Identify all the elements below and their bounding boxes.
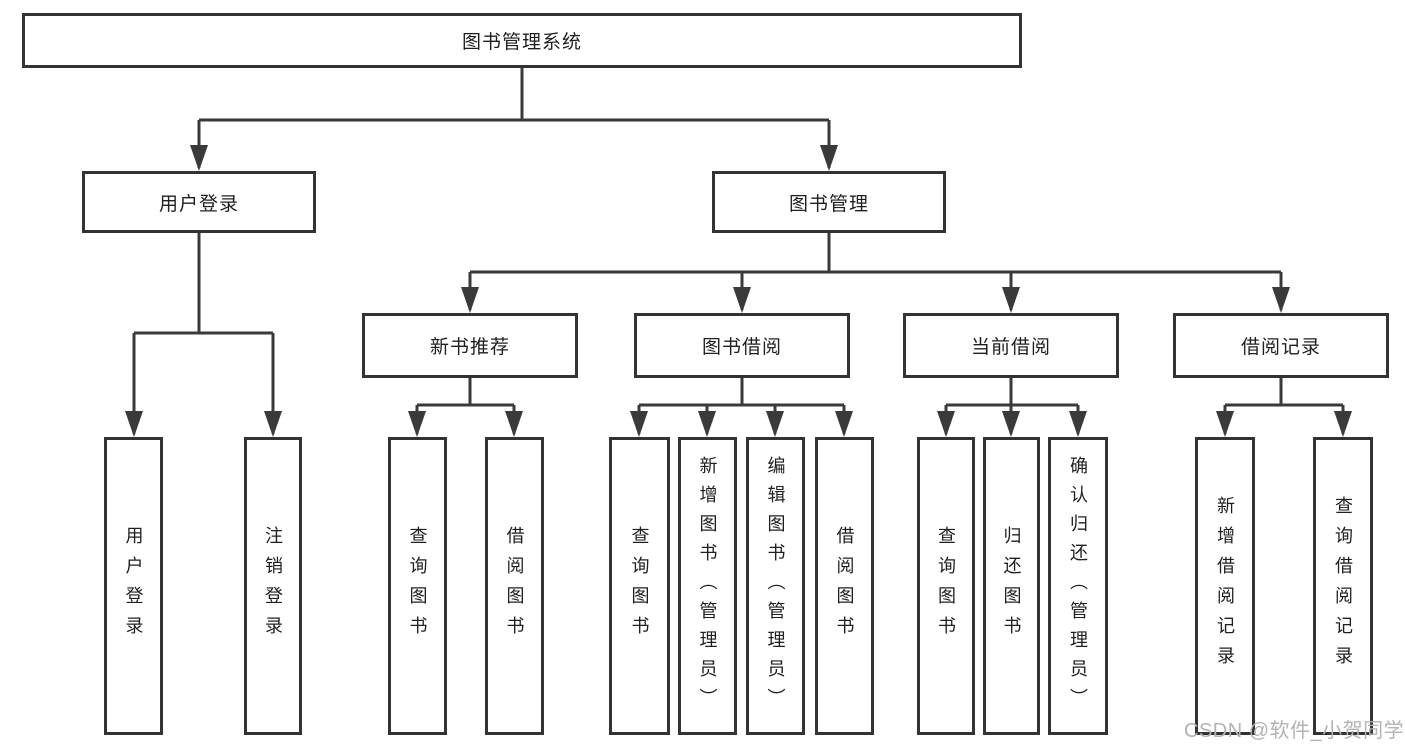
node-current-borrow: 当前借阅 bbox=[903, 313, 1119, 378]
leaf-logout: 注销登录 bbox=[244, 437, 302, 735]
leaf-borrow-query-books-label: 查询图书 bbox=[629, 526, 650, 646]
leaf-borrow-books-label: 借阅图书 bbox=[834, 526, 855, 646]
leaf-current-query-books: 查询图书 bbox=[917, 437, 975, 735]
leaf-recommend-query-books: 查询图书 bbox=[388, 437, 447, 735]
node-user-login-label: 用户登录 bbox=[158, 193, 239, 215]
leaf-recommend-query-books-label: 查询图书 bbox=[407, 526, 428, 646]
leaf-recommend-borrow-books-label: 借阅图书 bbox=[504, 526, 525, 646]
arrowhead-icons bbox=[125, 145, 1352, 437]
csdn-watermark: CSDN @软件_小贺同学 bbox=[1184, 720, 1405, 742]
node-borrow-records: 借阅记录 bbox=[1173, 313, 1389, 378]
node-book-management-label: 图书管理 bbox=[788, 193, 869, 215]
leaf-return-books: 归还图书 bbox=[983, 437, 1040, 735]
leaf-recommend-borrow-books: 借阅图书 bbox=[485, 437, 544, 735]
leaf-confirm-return-admin: 确认归还（管理员） bbox=[1048, 437, 1108, 735]
node-book-borrow: 图书借阅 bbox=[634, 313, 850, 378]
node-borrow-records-label: 借阅记录 bbox=[1240, 337, 1321, 358]
leaf-borrow-books: 借阅图书 bbox=[815, 437, 874, 735]
node-root-system: 图书管理系统 bbox=[22, 13, 1022, 68]
node-book-borrow-label: 图书借阅 bbox=[701, 337, 782, 358]
leaf-edit-books-admin-label: 编辑图书（管理员） bbox=[765, 455, 786, 717]
leaf-add-books-admin: 新增图书（管理员） bbox=[678, 437, 737, 735]
leaf-edit-books-admin: 编辑图书（管理员） bbox=[746, 437, 805, 735]
leaf-add-borrow-record-label: 新增借阅记录 bbox=[1215, 496, 1235, 676]
leaf-add-books-admin-label: 新增图书（管理员） bbox=[697, 455, 718, 717]
leaf-user-login: 用户登录 bbox=[104, 437, 163, 735]
leaf-logout-label: 注销登录 bbox=[263, 526, 283, 646]
node-new-book-recommend: 新书推荐 bbox=[362, 313, 578, 378]
node-current-borrow-label: 当前借阅 bbox=[970, 337, 1051, 358]
leaf-query-borrow-record: 查询借阅记录 bbox=[1313, 437, 1373, 735]
node-new-book-recommend-label: 新书推荐 bbox=[429, 337, 510, 358]
node-root-system-label: 图书管理系统 bbox=[461, 32, 582, 53]
node-book-management: 图书管理 bbox=[712, 171, 946, 233]
leaf-user-login-label: 用户登录 bbox=[123, 526, 144, 646]
leaf-return-books-label: 归还图书 bbox=[1001, 526, 1022, 646]
leaf-current-query-books-label: 查询图书 bbox=[936, 526, 956, 646]
node-user-login: 用户登录 bbox=[82, 171, 316, 233]
leaf-query-borrow-record-label: 查询借阅记录 bbox=[1333, 496, 1353, 676]
leaf-add-borrow-record: 新增借阅记录 bbox=[1195, 437, 1255, 735]
leaf-borrow-query-books: 查询图书 bbox=[609, 437, 670, 735]
leaf-confirm-return-admin-label: 确认归还（管理员） bbox=[1068, 455, 1088, 717]
